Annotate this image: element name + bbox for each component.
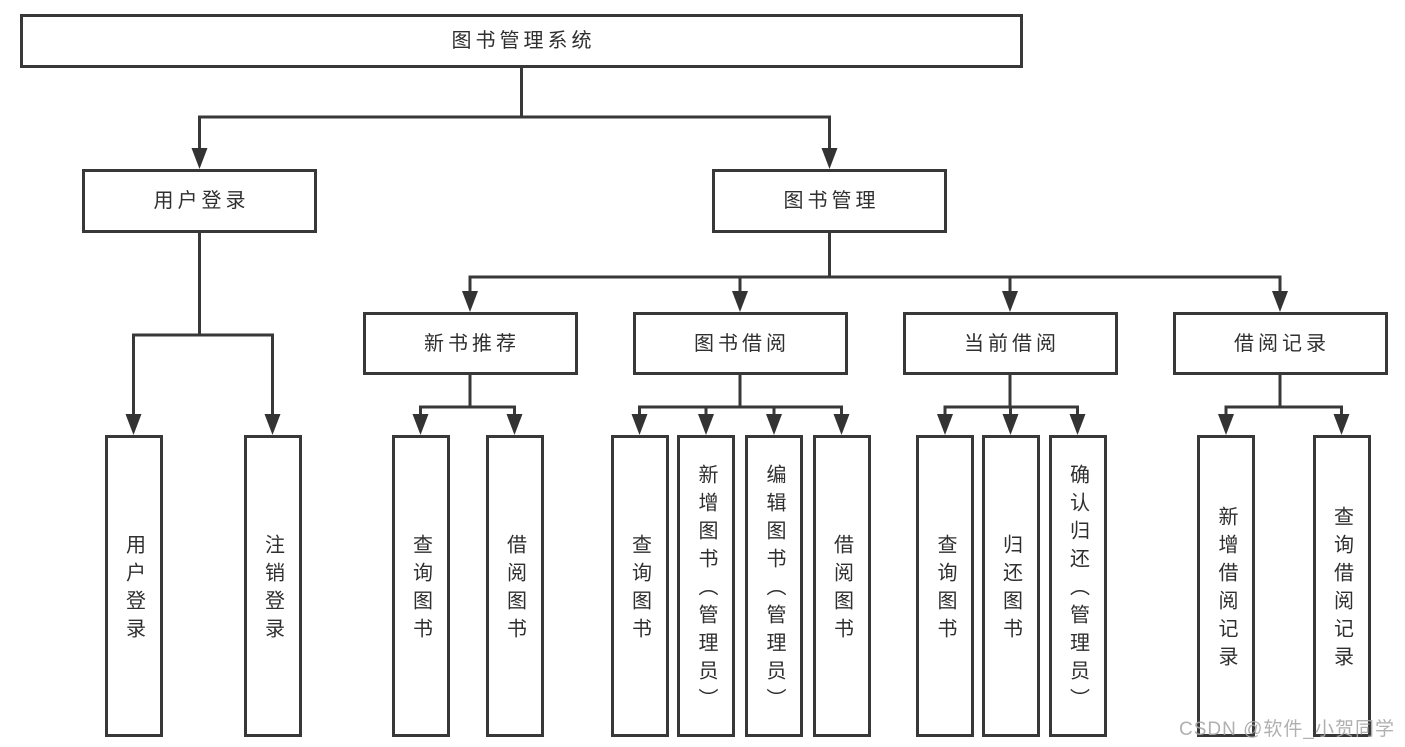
leaf-add-borrow-record: 新增借阅记录 — [1197, 435, 1255, 737]
node-borrow-records: 借阅记录 — [1172, 312, 1388, 375]
arrow-down-icons — [125, 148, 1350, 435]
leaf-logout: 注销登录 — [243, 435, 302, 737]
node-label: 当前借阅 — [964, 332, 1060, 355]
node-label: 用户登录 — [122, 534, 145, 646]
node-label: 图书借阅 — [694, 332, 790, 355]
node-label: 查询借阅记录 — [1330, 506, 1353, 674]
leaf-query-books-recommend: 查询图书 — [391, 435, 450, 737]
node-label: 注销登录 — [261, 534, 284, 646]
node-label: 借阅图书 — [503, 534, 526, 646]
leaf-user-login: 用户登录 — [104, 435, 163, 737]
node-library-management-system: 图书管理系统 — [20, 14, 1023, 68]
node-label: 归还图书 — [999, 534, 1022, 646]
node-label: 借阅图书 — [830, 534, 853, 646]
node-label: 图书管理 — [783, 190, 880, 212]
leaf-borrow-books: 借阅图书 — [812, 435, 871, 737]
node-label: 查询图书 — [409, 534, 432, 646]
csdn-watermark: CSDN @软件_小贺同学 — [1179, 719, 1395, 740]
node-label: 编辑图书（管理员） — [763, 464, 785, 716]
leaf-add-books-admin: 新增图书（管理员） — [677, 435, 735, 737]
node-label: 图书管理系统 — [451, 30, 596, 52]
node-user-login: 用户登录 — [82, 169, 317, 233]
leaf-query-borrow-record: 查询借阅记录 — [1312, 435, 1371, 737]
node-new-book-recommend: 新书推荐 — [362, 312, 578, 375]
node-label: 新增图书（管理员） — [695, 464, 717, 716]
node-book-borrow: 图书借阅 — [632, 312, 848, 375]
node-book-management: 图书管理 — [712, 169, 947, 233]
leaf-return-books: 归还图书 — [981, 435, 1040, 737]
leaf-confirm-return-admin: 确认归还（管理员） — [1048, 435, 1107, 737]
node-label: 新增借阅记录 — [1215, 506, 1237, 674]
node-label: 新书推荐 — [424, 332, 520, 355]
tree-edges — [132, 67, 1343, 415]
node-label: 查询图书 — [934, 534, 956, 646]
node-label: 借阅记录 — [1234, 332, 1330, 355]
leaf-borrow-books-recommend: 借阅图书 — [485, 435, 544, 737]
node-label: 查询图书 — [628, 534, 651, 646]
leaf-edit-books-admin: 编辑图书（管理员） — [745, 435, 803, 737]
node-label: 用户登录 — [153, 190, 250, 212]
node-current-borrow: 当前借阅 — [902, 312, 1118, 375]
node-label: 确认归还（管理员） — [1066, 464, 1089, 716]
leaf-query-books-borrow: 查询图书 — [610, 435, 669, 737]
leaf-query-books-current: 查询图书 — [916, 435, 974, 737]
